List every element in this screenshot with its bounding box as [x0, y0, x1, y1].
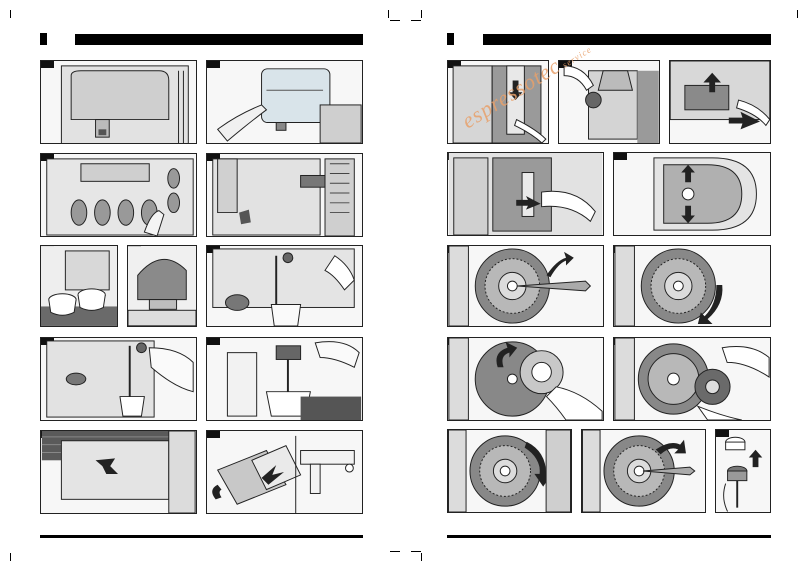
crop-mark: [411, 20, 421, 21]
illustration-frother-parts: [716, 430, 770, 512]
panel-drip-tray: [40, 430, 197, 514]
left-page: [0, 0, 405, 572]
panel-grinder-key-rotate: [447, 245, 604, 327]
panel-grinder-adjust-arrow: [447, 429, 572, 513]
illustration-control-panel: [41, 154, 196, 236]
illustration-dispenser: [128, 246, 196, 326]
header-bar: [75, 34, 363, 45]
illustration-grinder-key-insert: [582, 430, 705, 512]
panel-hot-water: [40, 337, 197, 421]
illustration-hot-water: [41, 338, 196, 420]
footer-rule: [447, 535, 771, 538]
illustration-brewing-unit-hands: [559, 61, 659, 143]
panel-machine-side: [206, 153, 363, 237]
illustration-door-opening: [448, 153, 603, 235]
illustration-grinder-ring-lift: [448, 338, 603, 420]
header-marker: [447, 33, 454, 45]
illustration-grinder-cover: [614, 153, 770, 235]
illustration-grinder-ring-rotate: [614, 246, 770, 326]
crop-mark: [390, 20, 400, 21]
crop-mark: [10, 553, 11, 561]
footer-rule: [40, 535, 363, 538]
panel-grinder-ring-lift: [447, 337, 604, 421]
panel-grinder-burr-remove: [613, 337, 771, 421]
panel-brewing-unit-slide: [669, 60, 771, 144]
panel-water-tank: [206, 60, 363, 144]
illustration-drip-tray: [41, 431, 196, 513]
crop-mark: [797, 10, 798, 18]
panel-grinder-cover: [613, 152, 771, 236]
curved-arrow-icon: [212, 485, 221, 500]
illustration-frother: [207, 338, 362, 420]
header-bar: [483, 34, 771, 45]
crop-mark: [10, 10, 11, 18]
crop-mark: [421, 10, 422, 18]
illustration-water-tank: [207, 61, 362, 143]
illustration-brewing-unit-slide: [670, 61, 770, 143]
panel-grinder-key-insert: [581, 429, 706, 513]
header-marker: [40, 33, 47, 45]
illustration-grinder-key-rotate: [448, 246, 603, 326]
illustration-grinder-adjust-arrow: [448, 430, 571, 512]
panel-frother: [206, 337, 363, 421]
right-page: [405, 0, 810, 572]
panel-control-panel: [40, 153, 197, 237]
panel-machine-front: [40, 60, 197, 144]
rotate-arrow-icon: [546, 252, 573, 277]
panel-dispenser: [127, 245, 197, 327]
illustration-machine-side: [207, 154, 362, 236]
crop-mark: [421, 553, 422, 561]
illustration-grinder-burr-remove: [614, 338, 770, 420]
arrow-up-icon: [749, 450, 763, 467]
illustration-two-cups: [41, 246, 117, 326]
crop-mark: [411, 551, 421, 552]
panel-door-opening: [447, 152, 604, 236]
panel-frother-parts: [715, 429, 771, 513]
crop-mark: [388, 10, 389, 18]
panel-grounds-container: [206, 430, 363, 514]
illustration-steam-jug: [207, 246, 362, 326]
rotate-arrow-icon: [656, 440, 686, 455]
panel-grinder-ring-rotate: [613, 245, 771, 327]
panel-two-cups: [40, 245, 118, 327]
panel-brewing-unit-hands: [558, 60, 660, 144]
panel-steam-jug: [206, 245, 363, 327]
crop-mark: [390, 551, 400, 552]
illustration-machine-front: [41, 61, 196, 143]
illustration-grounds-container: [207, 431, 362, 513]
